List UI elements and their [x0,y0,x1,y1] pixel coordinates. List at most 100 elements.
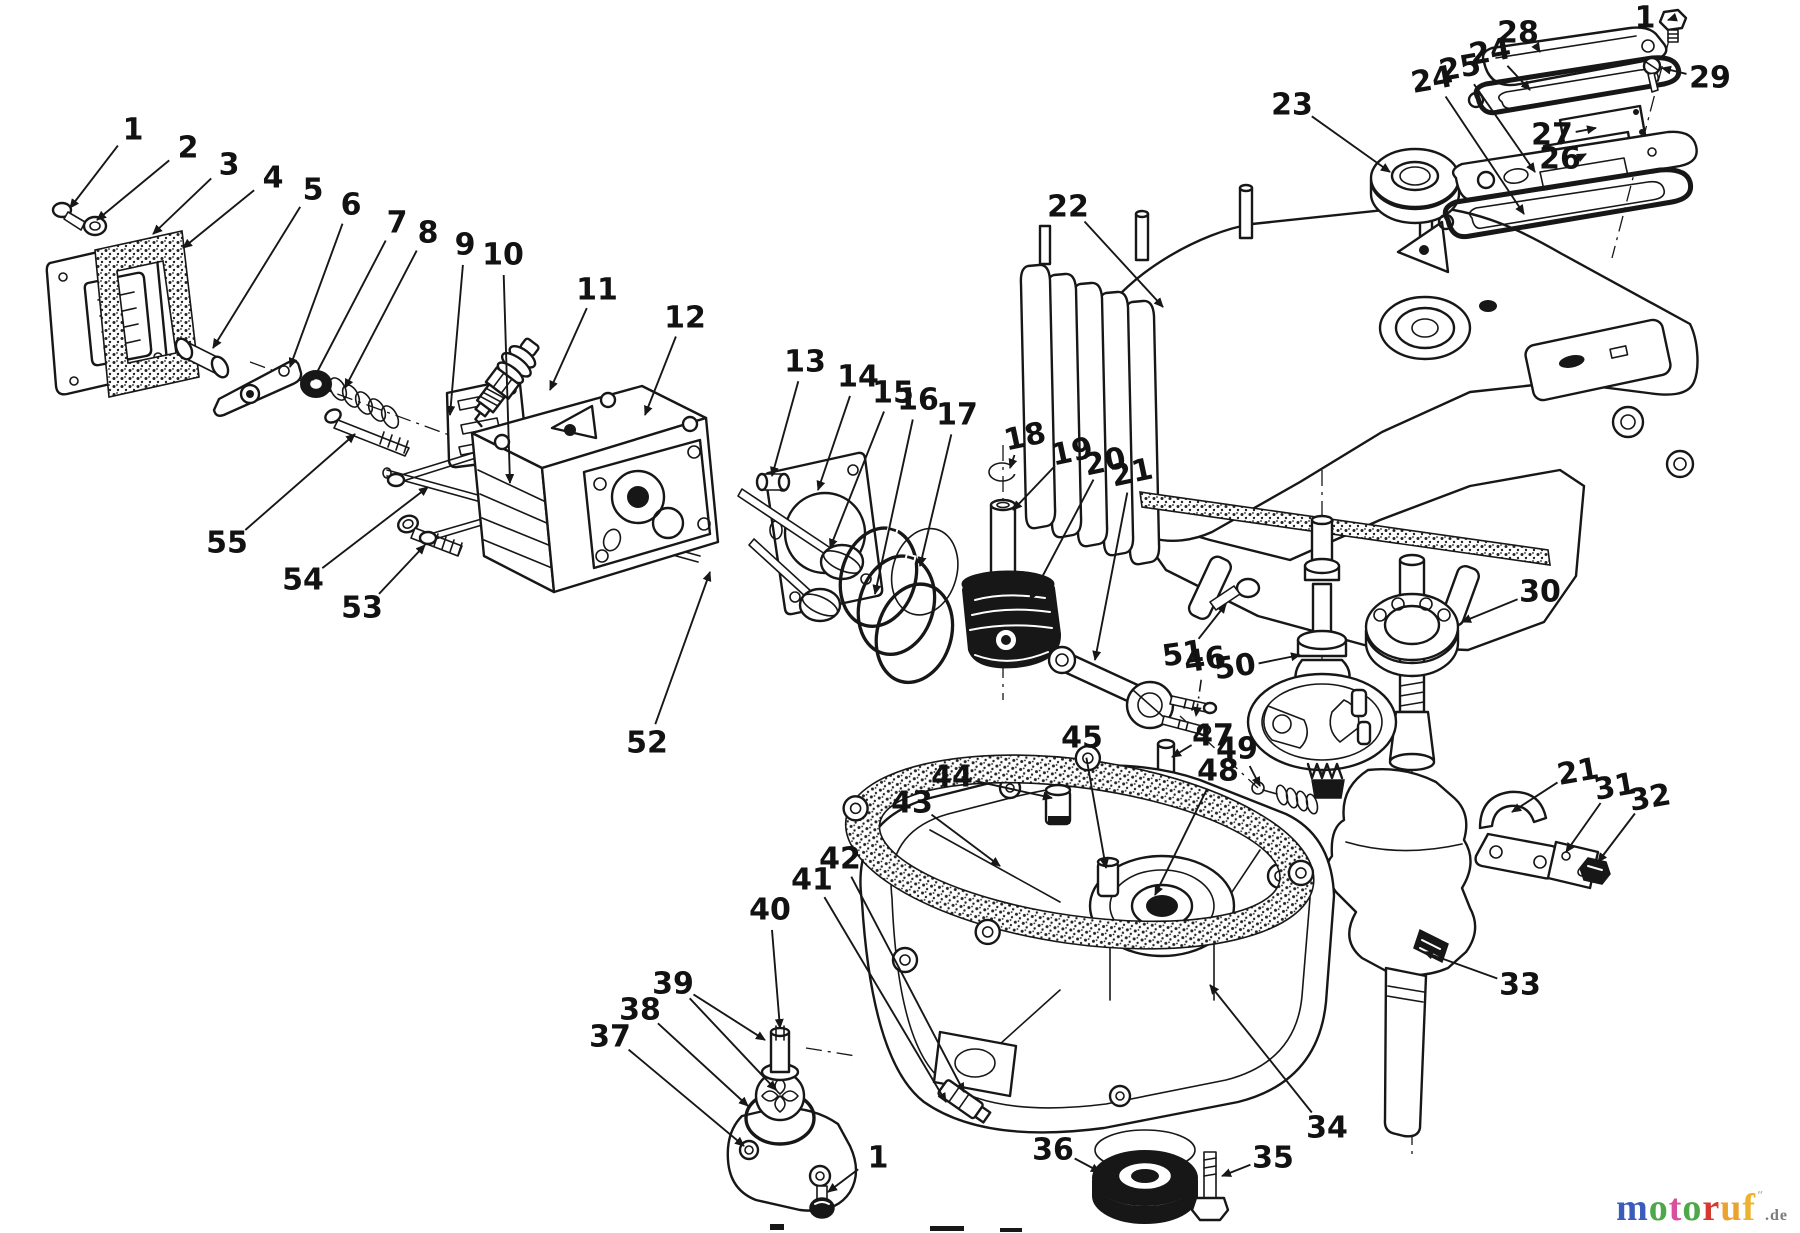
callout-leader [850,876,965,1093]
watermark-tick: ʺ [1757,1188,1764,1202]
piston [961,570,1062,669]
adjusting-screw-part-55 [324,408,410,457]
watermark-letter: m [1616,1187,1649,1229]
callout-label: 13 [784,345,826,380]
bolt-1-top-right [1658,8,1688,43]
washer-part-2 [82,215,108,237]
callout-leader [1209,984,1313,1114]
callout-label: 35 [1252,1141,1294,1176]
callout-leader [1565,802,1602,853]
callout-leader [1083,220,1164,308]
callout-leader [917,434,953,567]
callout-label: 24 [1408,59,1455,101]
callout-label: 11 [576,273,618,308]
engine-block [1019,183,1699,652]
callout-leader [549,307,588,391]
callout-label: 3 [219,148,240,183]
callout-label: 26 [1539,142,1581,177]
callout-leader [244,433,356,531]
callout-leader [1311,115,1391,173]
callout-leader [1197,603,1227,640]
callout-leader [829,411,885,549]
watermark-letter: r [1702,1187,1721,1229]
callout-label: 1 [868,1141,889,1176]
callout-leader [1074,1157,1101,1173]
callout-leader [827,1168,859,1193]
callout-leader [1575,153,1587,163]
callout-label: 40 [749,893,791,928]
callout-leader [502,274,515,484]
ball-bearing-30 [1364,592,1460,678]
callout-label: 52 [626,726,668,761]
callout-label: 42 [819,842,861,877]
callout-label: 50 [1212,647,1258,687]
callout-label: 38 [619,993,661,1028]
callout-label: 45 [1061,721,1103,756]
callout-leader [1444,95,1525,215]
callout-leader [1511,781,1559,813]
callout-leader [930,813,1001,867]
callout-leader [644,336,677,416]
block-base-gasket [1139,491,1551,566]
callout-leader [1029,479,1095,601]
crankshaft [1325,553,1477,1138]
callout-label: 14 [837,360,879,395]
callout-label: 1 [123,113,144,148]
callout-label: 21 [1554,751,1601,793]
callout-label: 53 [341,591,383,626]
callout-leader [1473,83,1536,173]
callout-label: 21 [1108,452,1156,495]
valve-lifter-44 [1044,783,1072,826]
callout-label: 54 [282,563,324,598]
callout-leader [344,250,418,389]
callout-label: 23 [1271,88,1313,123]
callout-leader [823,896,947,1103]
callout-leader [1092,492,1129,661]
callout-label: 1 [1635,1,1656,36]
callout-leader [321,486,429,569]
callout-label: 20 [1081,441,1129,484]
callout-label: 28 [1497,16,1539,51]
callout-leader [1085,757,1109,869]
callout-label: 46 [1182,640,1228,680]
pin-clip [988,462,1020,482]
callout-label: 36 [1032,1133,1074,1168]
callout-label: 55 [206,526,248,561]
callout-leader [69,145,119,209]
callout-leader [96,159,170,221]
cropped-caption-fragment [770,1224,1022,1232]
callout-label: 51 [1160,634,1206,674]
callout-label: 12 [664,301,706,336]
reed-valve-stack [1437,8,1698,240]
callout-leader [1597,812,1636,863]
callout-label: 44 [931,760,973,795]
callout-leader [1248,765,1261,787]
callout-leader [654,571,712,725]
callout-leader [657,1022,749,1107]
spring-part-8 [328,377,400,429]
watermark-letter: f [1742,1187,1757,1229]
callout-leader [288,223,344,368]
watermark-motoruf: motorufʺ.de [1616,1189,1788,1227]
callout-leader [689,997,777,1091]
callout-label: 5 [303,173,324,208]
callout-leader [446,264,464,416]
piston-rings [838,524,959,685]
callout-label: 48 [1197,754,1239,789]
callout-leader [378,544,426,595]
callout-leader [212,206,302,349]
callout-label: 27 [1531,118,1573,153]
connecting-rod [1047,645,1218,737]
cylinder-head [386,384,720,594]
callout-leader [1171,744,1193,758]
callout-label: 16 [897,383,939,418]
callout-leader [182,189,255,249]
callout-label: 6 [341,188,362,223]
callout-label: 19 [1048,431,1096,474]
callout-leader [975,780,1053,801]
spark-plug [474,337,540,428]
breather-cover-assembly [45,201,410,457]
callout-label: 43 [891,786,933,821]
